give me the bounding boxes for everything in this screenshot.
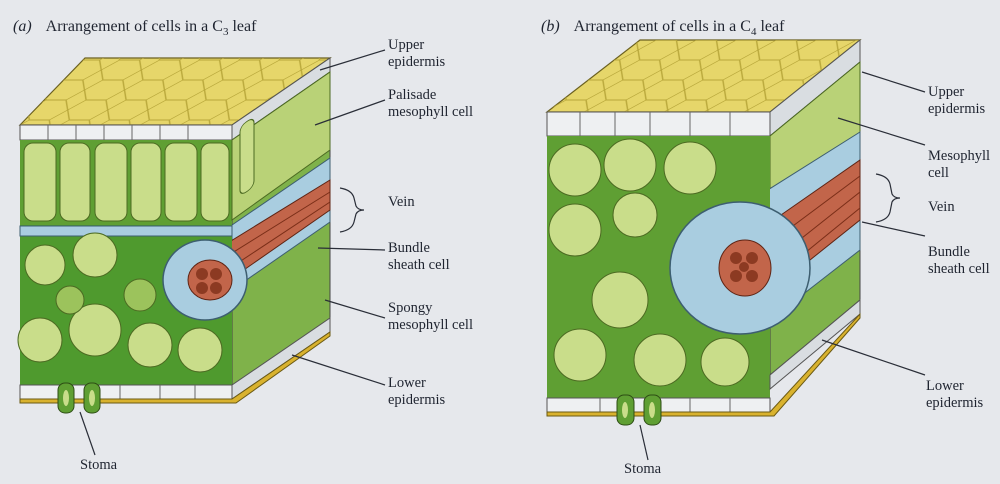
c4-label-vein-text: Vein: [928, 199, 955, 215]
c4-label-bundle-sheath-line1: Bundle: [928, 244, 970, 260]
c3-label-stoma-text: Stoma: [80, 457, 118, 473]
c4-stoma: [616, 394, 662, 426]
c3-label-bundle-sheath: Bundle sheath cell: [388, 240, 450, 274]
c4-label-lower-epidermis: Lower epidermis: [926, 378, 983, 412]
c4-label-upper-epidermis: Upper epidermis: [928, 84, 985, 118]
c4-label-bundle-sheath-line2: sheath cell: [928, 261, 990, 277]
c3-palisade-layer: [20, 140, 232, 225]
c3-label-spongy-line2: mesophyll cell: [388, 317, 473, 333]
c3-label-upper-epidermis-line1: Upper: [388, 37, 425, 53]
c4-label-stoma-text: Stoma: [624, 461, 662, 477]
c3-label-bundle-sheath-line2: sheath cell: [388, 257, 450, 273]
c3-label-upper-epidermis-line2: epidermis: [388, 54, 446, 70]
c3-label-palisade: Palisade mesophyll cell: [388, 87, 473, 121]
c3-label-vein: Vein: [388, 194, 415, 211]
c3-label-spongy-line1: Spongy: [388, 300, 433, 316]
c3-label-palisade-line1: Palisade: [388, 87, 437, 103]
c3-leader-lines: [79, 49, 386, 456]
c3-label-spongy: Spongy mesophyll cell: [388, 300, 473, 334]
c4-label-stoma: Stoma: [624, 461, 661, 478]
c4-label-upper-epidermis-line2: epidermis: [928, 101, 986, 117]
c3-leaf-block: [17, 49, 386, 456]
c3-label-lower-epidermis: Lower epidermis: [388, 375, 445, 409]
c4-label-vein: Vein: [928, 199, 955, 216]
panel-b-title-end: leaf: [756, 18, 785, 35]
c4-label-upper-epidermis-line1: Upper: [928, 84, 965, 100]
panel-a-caption: (a) Arrangement of cells in a C3 leaf: [13, 18, 256, 38]
c4-label-mesophyll-line1: Mesophyll: [928, 148, 991, 164]
c4-leaf-block: [545, 38, 926, 461]
c3-label-bundle-sheath-line1: Bundle: [388, 240, 430, 256]
panel-b-caption: (b) Arrangement of cells in a C4 leaf: [541, 18, 784, 38]
panel-a-title-end: leaf: [228, 18, 257, 35]
c3-label-lower-epidermis-line2: epidermis: [388, 392, 446, 408]
panel-b-title: Arrangement of cells in a C: [573, 18, 751, 35]
c3-upper-epidermis: [19, 57, 331, 141]
c3-vein-bundle: [162, 239, 248, 321]
panel-a-title: Arrangement of cells in a C: [45, 18, 223, 35]
c4-label-bundle-sheath: Bundle sheath cell: [928, 244, 990, 278]
c4-label-mesophyll-line2: cell: [928, 165, 949, 181]
c4-mesophyll-layer: [547, 136, 770, 398]
c3-label-upper-epidermis: Upper epidermis: [388, 37, 445, 71]
panel-a-letter: (a): [13, 18, 32, 35]
panel-a-title-subscript: 3: [222, 26, 229, 39]
c3-stoma: [57, 382, 101, 414]
panel-b-letter: (b): [541, 18, 560, 35]
c3-label-vein-text: Vein: [388, 194, 415, 210]
c4-label-lower-epidermis-line2: epidermis: [926, 395, 984, 411]
c4-upper-epidermis: [546, 38, 861, 138]
c4-leader-lines: [639, 71, 926, 461]
c3-label-lower-epidermis-line1: Lower: [388, 375, 426, 391]
c3-label-palisade-line2: mesophyll cell: [388, 104, 473, 120]
c4-kranz-bundle: [669, 201, 811, 335]
c4-label-mesophyll: Mesophyll cell: [928, 148, 990, 182]
c3-label-stoma: Stoma: [80, 457, 117, 474]
panel-b-title-subscript: 4: [750, 26, 757, 39]
c4-label-lower-epidermis-line1: Lower: [926, 378, 964, 394]
